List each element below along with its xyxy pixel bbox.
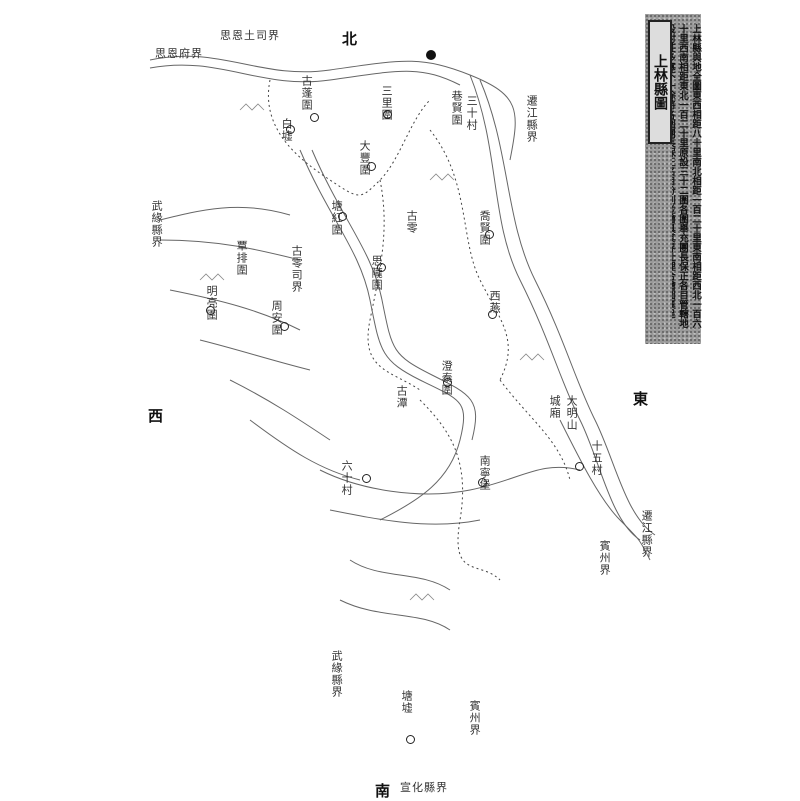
west-boundary — [159, 206, 361, 481]
mountain — [239, 103, 265, 111]
place-label: 古蓬圍 — [300, 75, 314, 111]
place-label: 周安圍 — [270, 300, 284, 336]
border-label: 武緣縣界 — [330, 650, 344, 698]
town-marker — [367, 162, 376, 171]
river-main-2 — [311, 149, 477, 441]
map-description: 上林縣與地全圖東西相距八十里南北相距一百二十里東南相距西北一百六十里西南相距東北… — [672, 24, 701, 328]
place-label: 三十村 — [465, 95, 479, 131]
town-marker — [362, 474, 371, 483]
direction-south: 南 — [375, 782, 391, 800]
place-label: 城廂 — [548, 395, 562, 419]
river-main — [299, 149, 465, 521]
border-label: 思恩土司界 — [220, 29, 280, 42]
mountain — [199, 273, 225, 281]
town-marker — [280, 322, 289, 331]
place-label: 大明山 — [565, 395, 579, 431]
district-line — [268, 79, 431, 196]
place-label: 大豐圍 — [358, 140, 372, 176]
river-east — [469, 74, 641, 541]
town-marker — [488, 310, 497, 319]
border-label: 遷江縣界 — [640, 510, 654, 558]
title-panel — [645, 14, 701, 344]
town-marker — [206, 306, 215, 315]
town-marker — [383, 110, 392, 119]
mountain — [429, 173, 455, 181]
river-east-2 — [479, 79, 656, 536]
direction-west: 西 — [148, 407, 164, 425]
place-label: 明亮圍 — [205, 285, 219, 321]
border-label: 古零司界 — [290, 245, 304, 293]
border-label: 遷江縣界 — [525, 95, 539, 143]
mountain — [409, 593, 435, 601]
place-label: 塘墟 — [400, 690, 414, 714]
town-marker — [575, 462, 584, 471]
town-marker — [338, 212, 347, 221]
river-north-2 — [149, 64, 461, 86]
town-marker — [406, 735, 415, 744]
direction-east: 東 — [633, 390, 649, 408]
place-label: 古潭 — [395, 385, 409, 409]
place-label: 十五村 — [590, 440, 604, 476]
map-title: 上林縣圖 — [648, 20, 672, 144]
town-marker — [310, 113, 319, 122]
town-marker — [286, 125, 295, 134]
mountain — [519, 353, 545, 361]
district-line — [367, 179, 421, 391]
border-label: 宣化縣界 — [400, 781, 448, 794]
place-label: 西燕 — [488, 290, 502, 314]
town-marker — [485, 230, 494, 239]
border-label: 武緣縣界 — [150, 200, 164, 248]
river-north — [149, 55, 516, 161]
east-boundary — [559, 419, 651, 561]
border-label: 賓州界 — [598, 540, 612, 576]
district-line — [499, 379, 571, 481]
town-marker — [478, 478, 487, 487]
place-label: 六十村 — [340, 460, 354, 496]
direction-north: 北 — [342, 30, 358, 48]
border-label: 思恩府界 — [155, 47, 203, 60]
south-river — [319, 466, 581, 631]
place-label: 思隴圍 — [370, 255, 384, 291]
place-label: 古零 — [405, 210, 419, 234]
place-label: 塘紅圍 — [330, 200, 344, 236]
place-label: 覃排圍 — [235, 240, 249, 276]
town-marker — [377, 263, 386, 272]
border-label: 賓州界 — [468, 700, 482, 736]
town-marker — [443, 378, 452, 387]
district-line — [429, 129, 509, 381]
place-label: 喬賢圍 — [478, 210, 492, 246]
place-label: 巷賢圍 — [450, 90, 464, 126]
county-seat-marker — [426, 50, 436, 60]
